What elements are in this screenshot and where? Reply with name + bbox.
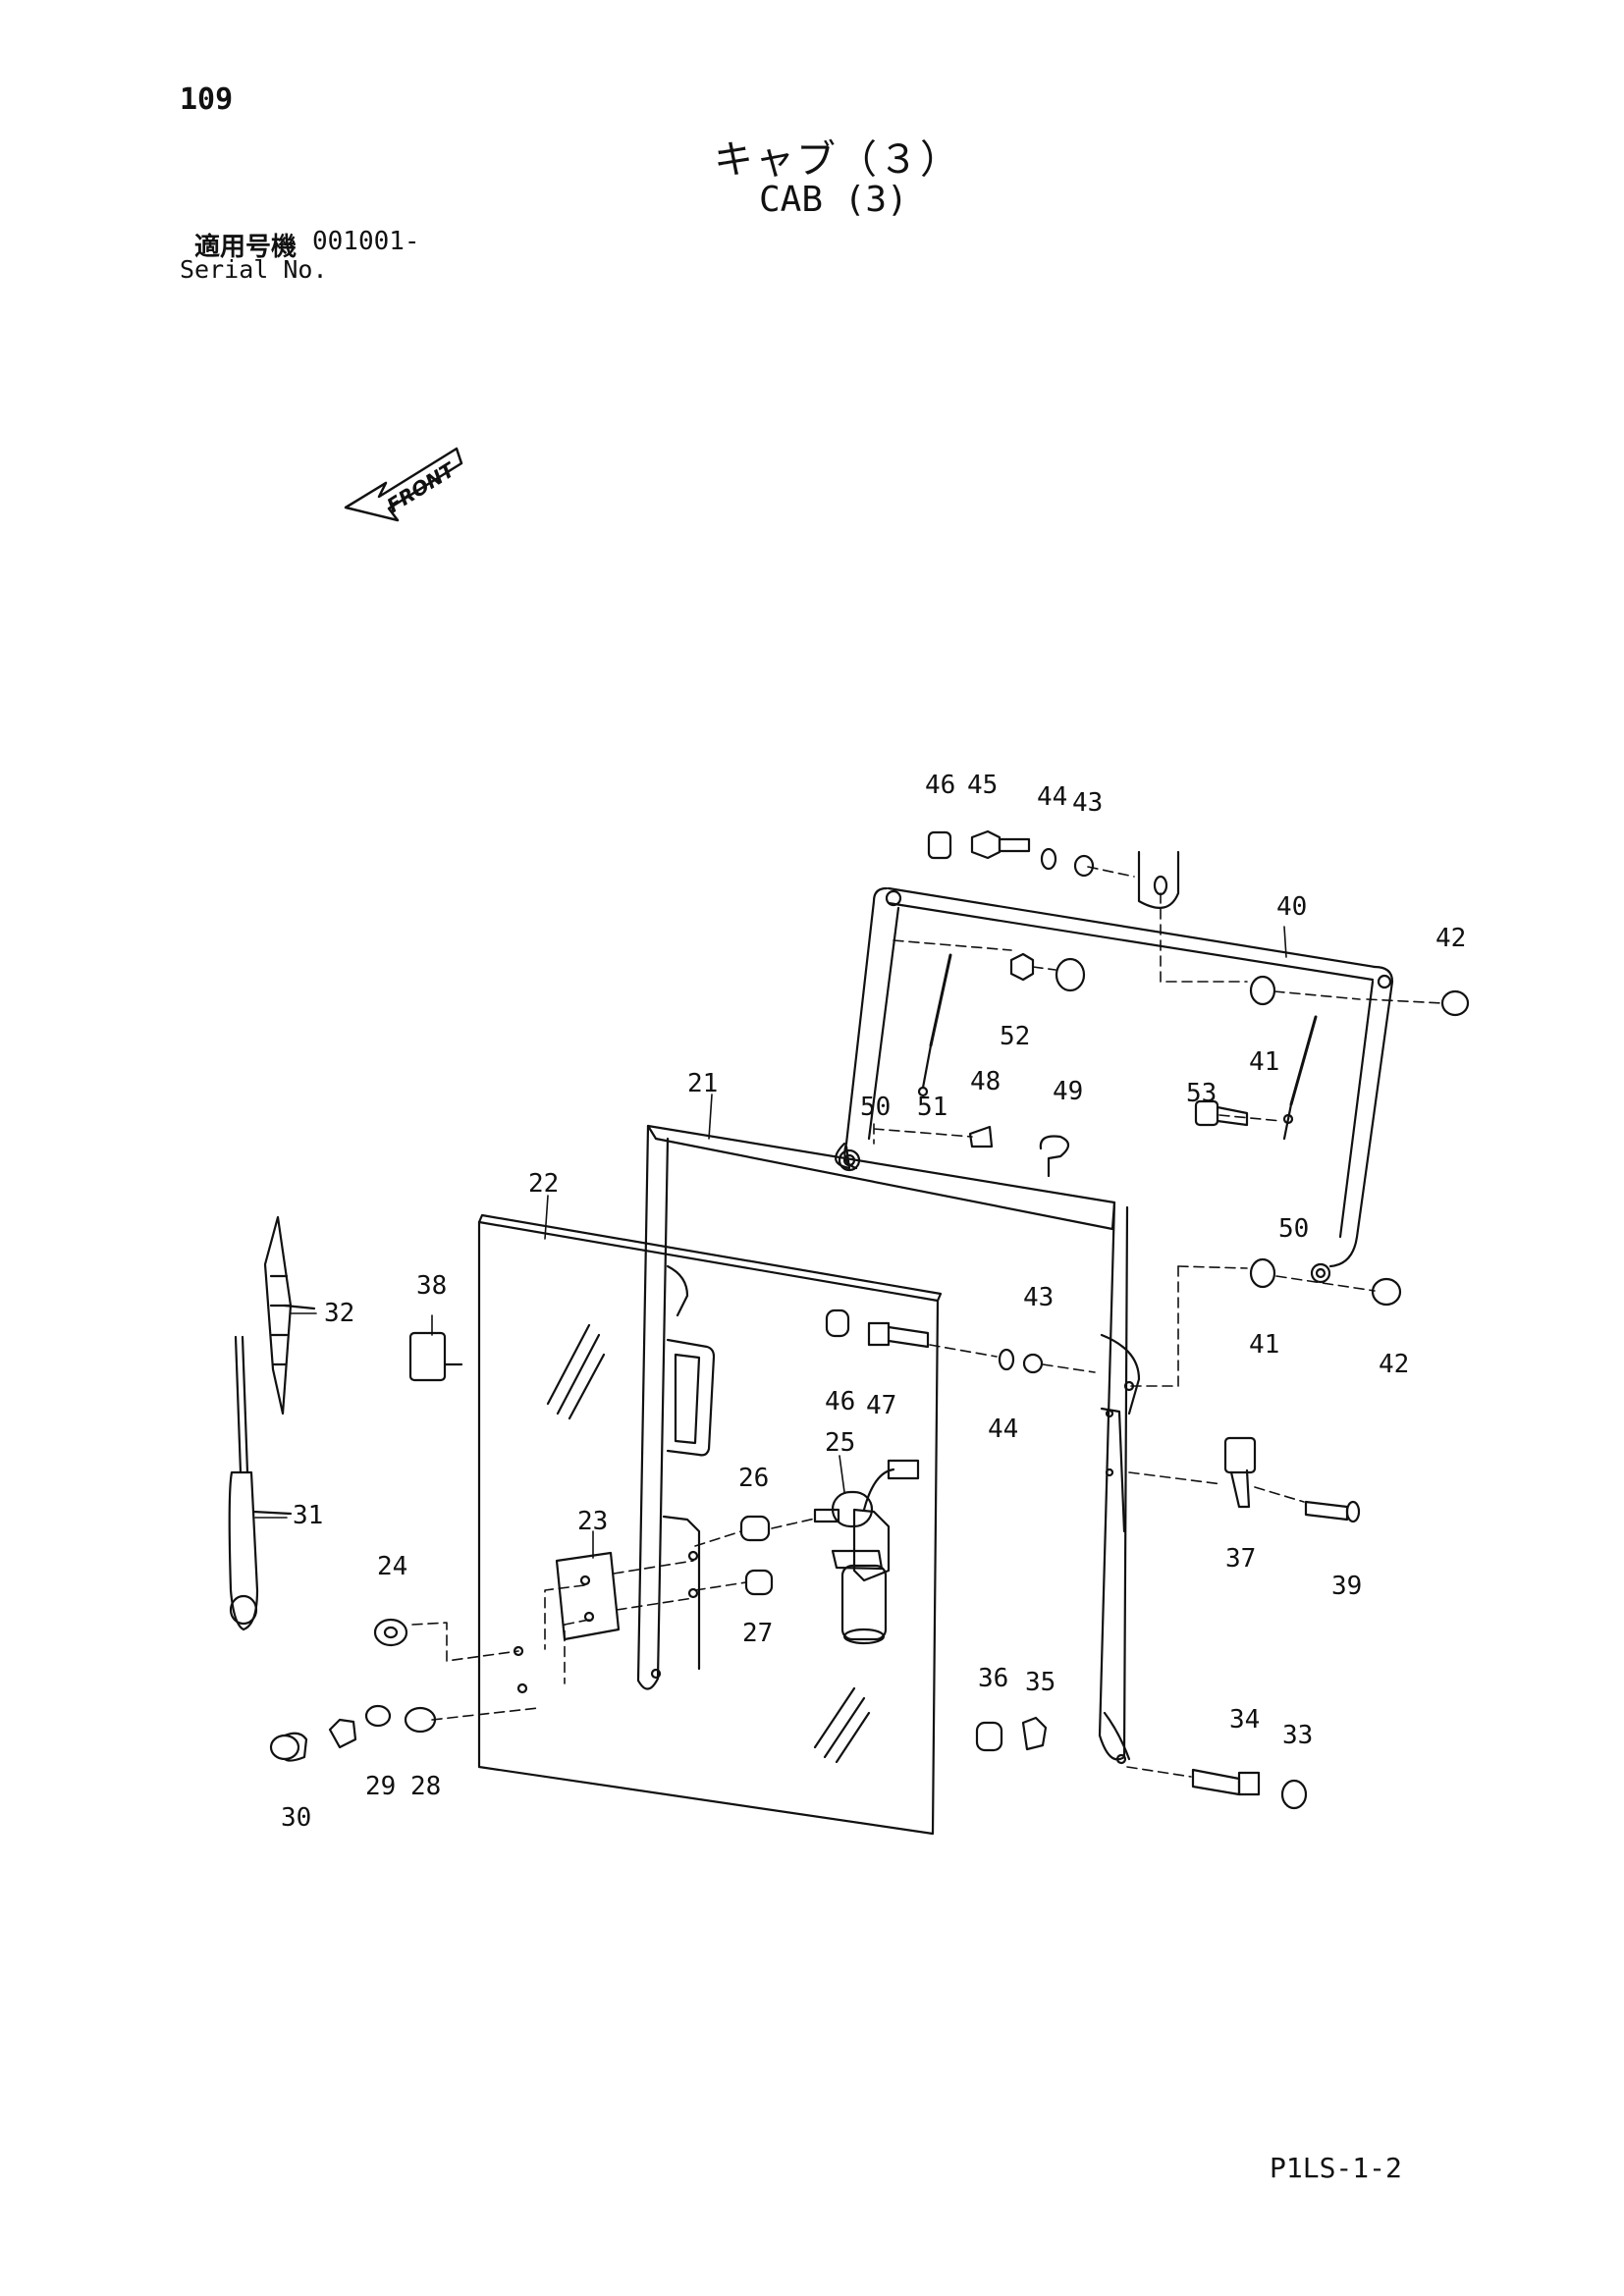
gas-strut-right bbox=[1282, 1015, 1318, 1141]
part-label-27: 27 bbox=[742, 1619, 773, 1648]
part-label-25: 25 bbox=[825, 1428, 855, 1458]
upper-frame-assembly bbox=[835, 886, 1394, 1284]
part-label-49: 49 bbox=[1053, 1077, 1083, 1106]
part-label-38: 38 bbox=[416, 1271, 447, 1301]
front-arrow-icon: FRONT bbox=[344, 447, 463, 522]
part-label-39: 39 bbox=[1331, 1572, 1362, 1601]
part-label-53: 53 bbox=[1186, 1079, 1217, 1108]
page-code: P1LS-1-2 bbox=[1270, 2152, 1402, 2184]
part-label-50: 50 bbox=[1278, 1214, 1309, 1244]
part-label-23: 23 bbox=[577, 1507, 608, 1536]
part-number-labels: 21 22 23 24 25 26 27 28 29 30 31 32 33 34 35 36 37 38 39 40… bbox=[281, 771, 1466, 1833]
mounting-plate bbox=[269, 1551, 621, 1762]
part-label-29: 29 bbox=[365, 1772, 396, 1801]
part-label-48: 48 bbox=[970, 1067, 1001, 1096]
part-label-42: 42 bbox=[1435, 924, 1466, 953]
part-label-43: 43 bbox=[1072, 788, 1103, 818]
part-label-24: 24 bbox=[377, 1552, 407, 1581]
wiper-blade bbox=[263, 1215, 316, 1415]
part-label-42: 42 bbox=[1379, 1350, 1409, 1379]
page-number: 109 bbox=[180, 82, 234, 117]
part-label-47: 47 bbox=[866, 1391, 896, 1420]
hardware-top bbox=[927, 829, 1470, 1307]
part-label-22: 22 bbox=[528, 1169, 559, 1199]
page-title-japanese: キャブ（３） bbox=[714, 137, 961, 183]
part-label-52: 52 bbox=[1000, 1022, 1030, 1051]
part-label-32: 32 bbox=[324, 1299, 354, 1328]
part-label-26: 26 bbox=[738, 1464, 769, 1493]
part-label-51: 51 bbox=[917, 1093, 947, 1122]
part-label-28: 28 bbox=[410, 1772, 441, 1801]
part-label-46: 46 bbox=[825, 1387, 855, 1416]
part-label-36: 36 bbox=[978, 1664, 1008, 1693]
glass-panel bbox=[477, 1213, 943, 1836]
part-label-35: 35 bbox=[1025, 1668, 1056, 1697]
part-label-31: 31 bbox=[293, 1501, 323, 1530]
assembly-leader-lines bbox=[411, 866, 1444, 1778]
part-label-43: 43 bbox=[1023, 1283, 1054, 1312]
part-label-33: 33 bbox=[1282, 1721, 1313, 1750]
part-label-21: 21 bbox=[687, 1069, 718, 1098]
part-label-41: 41 bbox=[1249, 1330, 1279, 1360]
part-label-46: 46 bbox=[925, 771, 955, 800]
part-label-44: 44 bbox=[988, 1415, 1018, 1444]
page-title-english: CAB (3) bbox=[759, 180, 908, 220]
gas-strut-left bbox=[917, 953, 952, 1097]
part-label-34: 34 bbox=[1229, 1705, 1260, 1735]
part-label-40: 40 bbox=[1276, 892, 1307, 922]
serial-label-english: Serial No. bbox=[180, 255, 328, 284]
serial-number-value: 001001- bbox=[312, 227, 420, 256]
part-label-37: 37 bbox=[1225, 1544, 1256, 1574]
part-label-30: 30 bbox=[281, 1803, 311, 1833]
part-label-45: 45 bbox=[967, 771, 998, 800]
part-label-41: 41 bbox=[1249, 1047, 1279, 1077]
door-frame bbox=[636, 1124, 1141, 1765]
wiper-arm bbox=[228, 1335, 293, 1631]
label-leaders bbox=[254, 926, 1287, 1559]
hardware-right bbox=[408, 1308, 1361, 1810]
part-label-44: 44 bbox=[1037, 782, 1067, 812]
part-label-50: 50 bbox=[860, 1093, 891, 1122]
serial-label-japanese: 適用号機 bbox=[194, 233, 298, 262]
wiper-motor bbox=[739, 1459, 920, 1645]
